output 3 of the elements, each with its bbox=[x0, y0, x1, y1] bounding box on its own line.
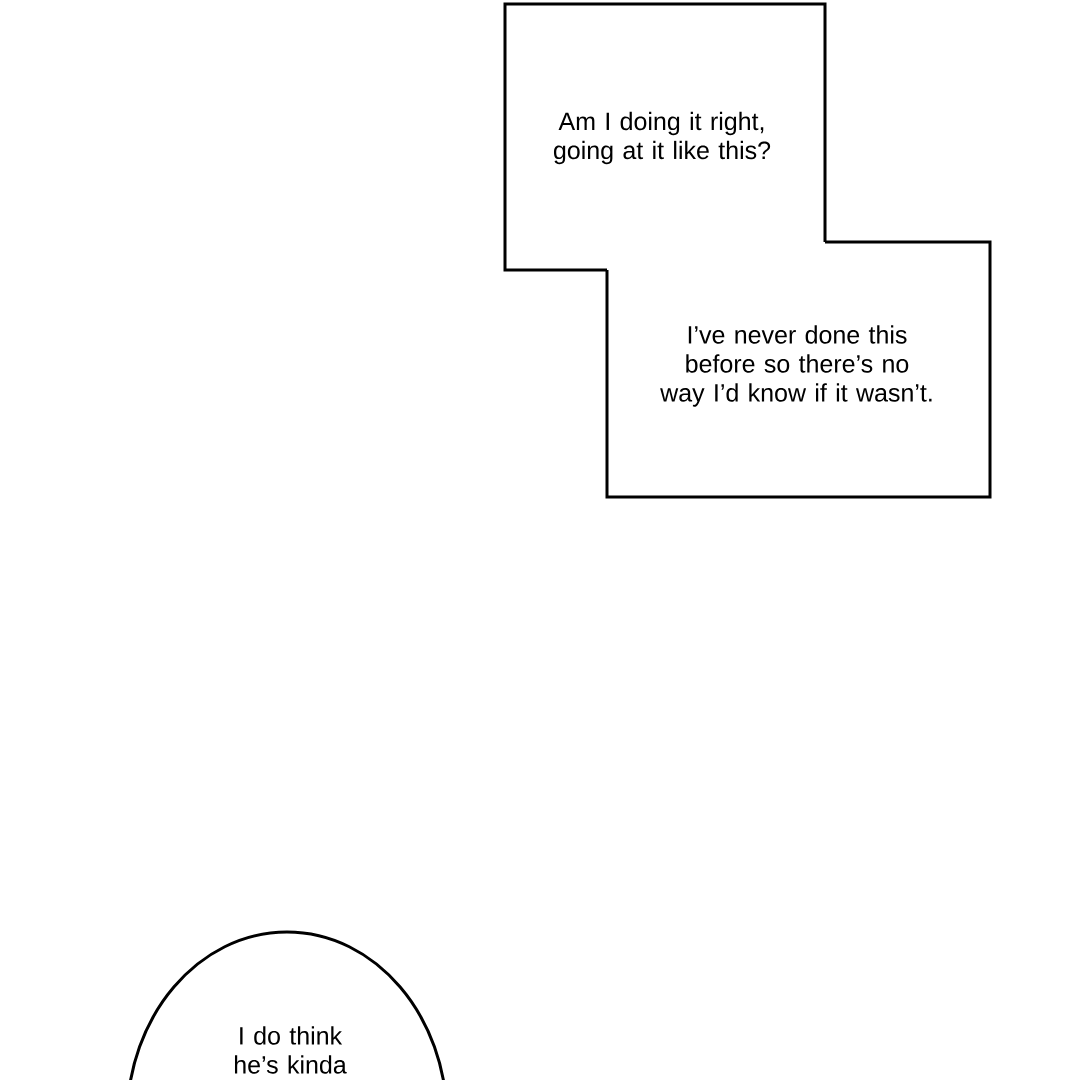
caption-box: I’ve never done this before so there’s no way I’d know if it wasn’t. bbox=[605, 240, 992, 499]
caption-box: Am I doing it right, going at it like this? bbox=[503, 2, 827, 272]
speech-bubble: I do think he’s kinda bbox=[125, 930, 449, 1080]
